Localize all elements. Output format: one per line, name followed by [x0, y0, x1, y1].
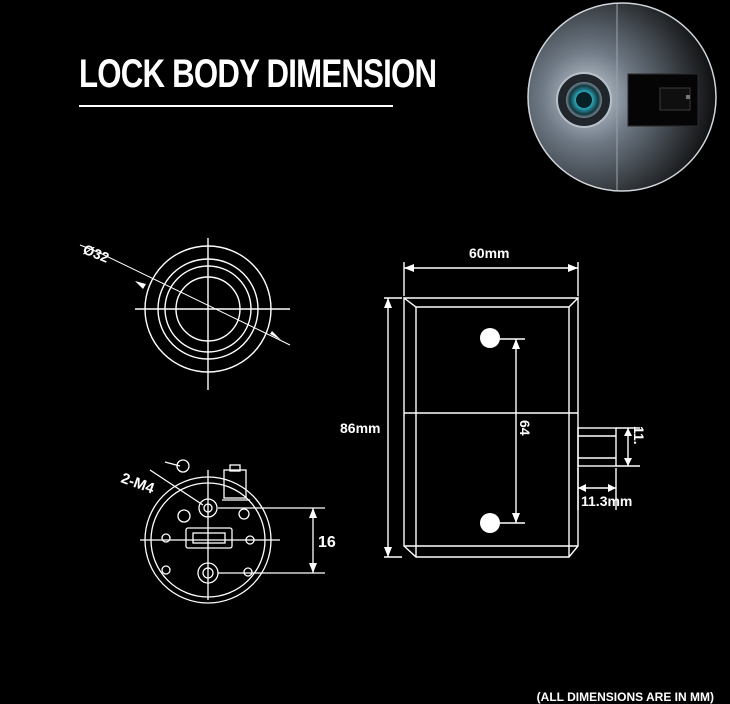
units-footnote: (ALL DIMENSIONS ARE IN MM) [536, 690, 714, 704]
front-view [79, 238, 291, 390]
dimension-arrows [384, 264, 632, 557]
title-underline [79, 105, 393, 107]
height-label: 86mm [340, 420, 380, 436]
page-title: LOCK BODY DIMENSION [79, 52, 437, 96]
diameter-label: Ø32 [81, 241, 112, 266]
side-view [384, 262, 640, 558]
screw-label: 2-M4 [119, 470, 158, 498]
mounting-hole-bottom [480, 513, 500, 533]
product-photo-inset [527, 2, 717, 192]
tab-width-label: 11.3mm [581, 493, 632, 509]
back-view [140, 459, 325, 604]
back-height-label: 16 [318, 534, 336, 551]
mounting-hole-top [480, 328, 500, 348]
width-label: 60mm [469, 245, 509, 261]
hole-spacing-label: 64 [517, 420, 533, 436]
tab-height-label: 11. [631, 426, 647, 445]
